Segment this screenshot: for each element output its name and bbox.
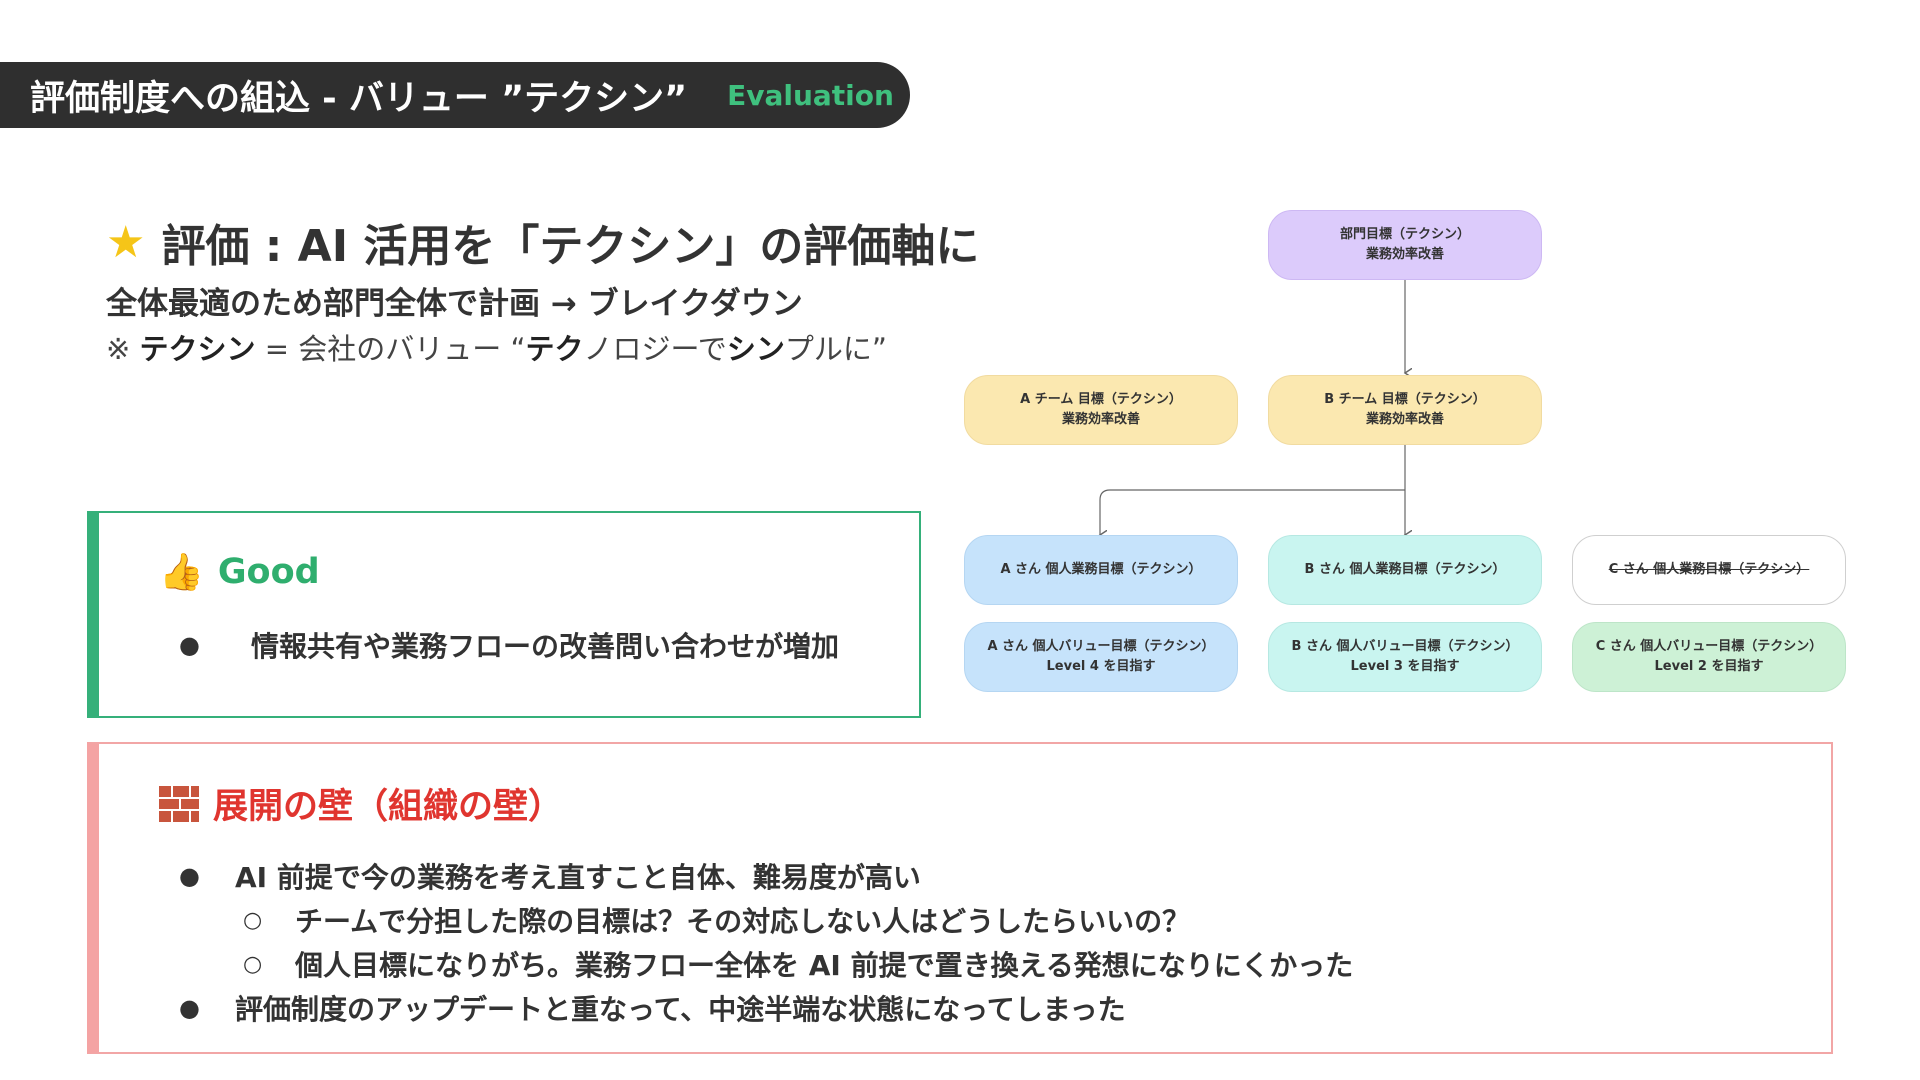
wall-subitem-text: チームで分担した際の目標は？その対応しない人はどうしたらいいの？ [295, 905, 1191, 938]
list-subitem: ○ 個人目標になりがち。業務フロー全体を AI 前提で置き換える発想になりにくかっ… [179, 942, 1353, 986]
good-label: Good [217, 552, 320, 592]
b-value-goal-node: B さん 個人バリュー目標（テクシン） Level 3 を目指す [1268, 622, 1542, 692]
c-business-goal-title: C さん 個人業務目標（テクシン） [1608, 562, 1810, 577]
note-part1: テク [525, 332, 584, 366]
connector-teamb-a [1100, 489, 1405, 535]
hollow-bullet-icon: ○ [243, 907, 263, 933]
c-value-goal-level: Level 2 を目指す [1654, 659, 1764, 674]
note-eq: = 会社のバリュー “ [255, 332, 526, 366]
good-list: ● 情報共有や業務フローの改善問い合わせが増加 [179, 625, 839, 665]
team-b-goal-node: B チーム 目標（テクシン） 業務効率改善 [1268, 375, 1542, 445]
page-title: 評価制度への組込 - バリュー ”テクシン” [30, 78, 688, 119]
team-a-goal-sub: 業務効率改善 [1061, 412, 1140, 427]
c-value-goal-title: C さん 個人バリュー目標（テクシン） [1595, 639, 1823, 654]
wall-item-text: AI 前提で今の業務を考え直すこと自体、難易度が高い [235, 861, 921, 894]
star-icon: ★ [106, 216, 146, 268]
team-a-goal-title: A チーム 目標（テクシン） [1020, 392, 1182, 407]
note-term: テクシン [139, 332, 256, 366]
thumbs-up-icon: 👍 [159, 552, 204, 593]
c-value-goal-node: C さん 個人バリュー目標（テクシン） Level 2 を目指す [1572, 622, 1846, 692]
note-prefix: ※ [106, 332, 140, 366]
a-business-goal-title: A さん 個人業務目標（テクシン） [1000, 562, 1202, 577]
good-item-text: 情報共有や業務フローの改善問い合わせが増加 [251, 630, 840, 663]
b-business-goal-title: B さん 個人業務目標（テクシン） [1304, 562, 1506, 577]
wall-label: 展開の壁（組織の壁） [213, 787, 564, 827]
value-note: ※ テクシン = 会社のバリュー “テクノロジーでシンプルに” [106, 326, 887, 368]
good-header: 👍 Good [159, 551, 320, 593]
bullet-icon: ● [179, 862, 200, 890]
goal-breakdown-diagram: 部門目標（テクシン） 業務効率改善 A チーム 目標（テクシン） 業務効率改善 … [960, 210, 1860, 710]
wall-callout: 展開の壁（組織の壁） ● AI 前提で今の業務を考え直すこと自体、難易度が高い ○… [87, 742, 1833, 1054]
note-part2: ノロジーで [583, 332, 727, 366]
bullet-icon: ● [179, 994, 200, 1022]
a-value-goal-node: A さん 個人バリュー目標（テクシン） Level 4 を目指す [964, 622, 1238, 692]
header-bar: 評価制度への組込 - バリュー ”テクシン” Evaluation [0, 62, 910, 128]
a-business-goal-node: A さん 個人業務目標（テクシン） [964, 535, 1238, 605]
team-a-goal-node: A チーム 目標（テクシン） 業務効率改善 [964, 375, 1238, 445]
team-b-goal-title: B チーム 目標（テクシン） [1324, 392, 1486, 407]
section-subheading: 全体最適のため部門全体で計画 → ブレイクダウン [106, 286, 803, 322]
diagram-connectors [960, 280, 1860, 710]
section-heading: ★ 評価 : AI 活用を「テクシン」の評価軸に [106, 210, 979, 274]
b-value-goal-level: Level 3 を目指す [1350, 659, 1460, 674]
dept-goal-title: 部門目標（テクシン） [1339, 227, 1470, 242]
wall-item-text: 評価制度のアップデートと重なって、中途半端な状態になってしまった [235, 993, 1126, 1026]
b-value-goal-title: B さん 個人バリュー目標（テクシン） [1291, 639, 1519, 654]
b-business-goal-node: B さん 個人業務目標（テクシン） [1268, 535, 1542, 605]
a-value-goal-level: Level 4 を目指す [1046, 659, 1156, 674]
note-part3: シン [726, 332, 785, 366]
team-b-goal-sub: 業務効率改善 [1365, 412, 1444, 427]
good-callout: 👍 Good ● 情報共有や業務フローの改善問い合わせが増加 [87, 511, 921, 718]
wall-header: 展開の壁（組織の壁） [159, 778, 563, 829]
a-value-goal-title: A さん 個人バリュー目標（テクシン） [987, 639, 1215, 654]
wall-list: ● AI 前提で今の業務を考え直すこと自体、難易度が高い ○ チームで分担した際の目… [179, 854, 1353, 1030]
note-part4: プルに” [784, 332, 887, 366]
bullet-icon: ● [179, 631, 200, 659]
wall-subitem-text: 個人目標になりがち。業務フロー全体を AI 前提で置き換える発想になりにくかった [295, 949, 1354, 982]
dept-goal-node: 部門目標（テクシン） 業務効率改善 [1268, 210, 1542, 280]
section-heading-text: 評価 : AI 活用を「テクシン」の評価軸に [161, 221, 980, 272]
list-subitem: ○ チームで分担した際の目標は？その対応しない人はどうしたらいいの？ [179, 898, 1353, 942]
c-business-goal-node: C さん 個人業務目標（テクシン） [1572, 535, 1846, 605]
section-tag: Evaluation [727, 78, 894, 112]
hollow-bullet-icon: ○ [243, 951, 263, 977]
dept-goal-sub: 業務効率改善 [1365, 247, 1444, 262]
list-item: ● AI 前提で今の業務を考え直すこと自体、難易度が高い [179, 854, 1353, 898]
list-item: ● 評価制度のアップデートと重なって、中途半端な状態になってしまった [179, 986, 1353, 1030]
list-item: ● 情報共有や業務フローの改善問い合わせが増加 [179, 625, 839, 665]
brick-wall-icon [159, 785, 199, 822]
